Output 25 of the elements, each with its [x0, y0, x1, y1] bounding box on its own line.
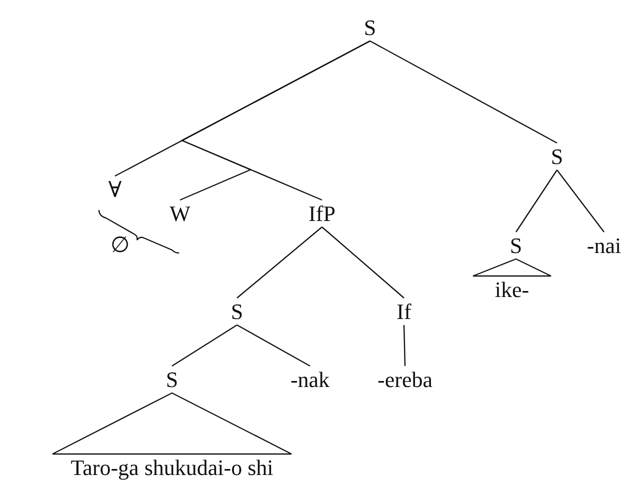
tree-node-label: -ereba — [378, 369, 432, 391]
tree-node-label: S — [364, 17, 376, 39]
tree-node-label: S — [166, 369, 178, 391]
tree-node-label: -nak — [290, 369, 330, 391]
tree-branch — [322, 226, 404, 298]
tree-node-label: Taro-ga shukudai-o shi — [70, 457, 274, 479]
tree-branch — [516, 170, 558, 232]
tree-node-label: S — [550, 146, 564, 168]
tree-branch — [403, 324, 406, 366]
tree-branch — [556, 170, 604, 232]
tree-branch — [236, 226, 322, 298]
tree-node-label: S — [510, 235, 522, 257]
triangle-roof — [472, 258, 552, 277]
tree-node-label: -nai — [586, 235, 622, 257]
tree-node-label: IfP — [308, 203, 336, 225]
tree-node-label: W — [170, 203, 190, 225]
tree-branch — [172, 324, 238, 366]
tree-branch — [236, 324, 310, 367]
tree-branch — [370, 40, 558, 144]
tree-node-label: ∀ — [108, 179, 122, 201]
empty-set-label: ∅ — [110, 234, 130, 256]
tree-node-label: S — [230, 301, 244, 323]
triangle-roof — [52, 392, 292, 455]
tree-node-label: If — [396, 301, 412, 323]
tree-node-label: ike- — [494, 279, 530, 301]
